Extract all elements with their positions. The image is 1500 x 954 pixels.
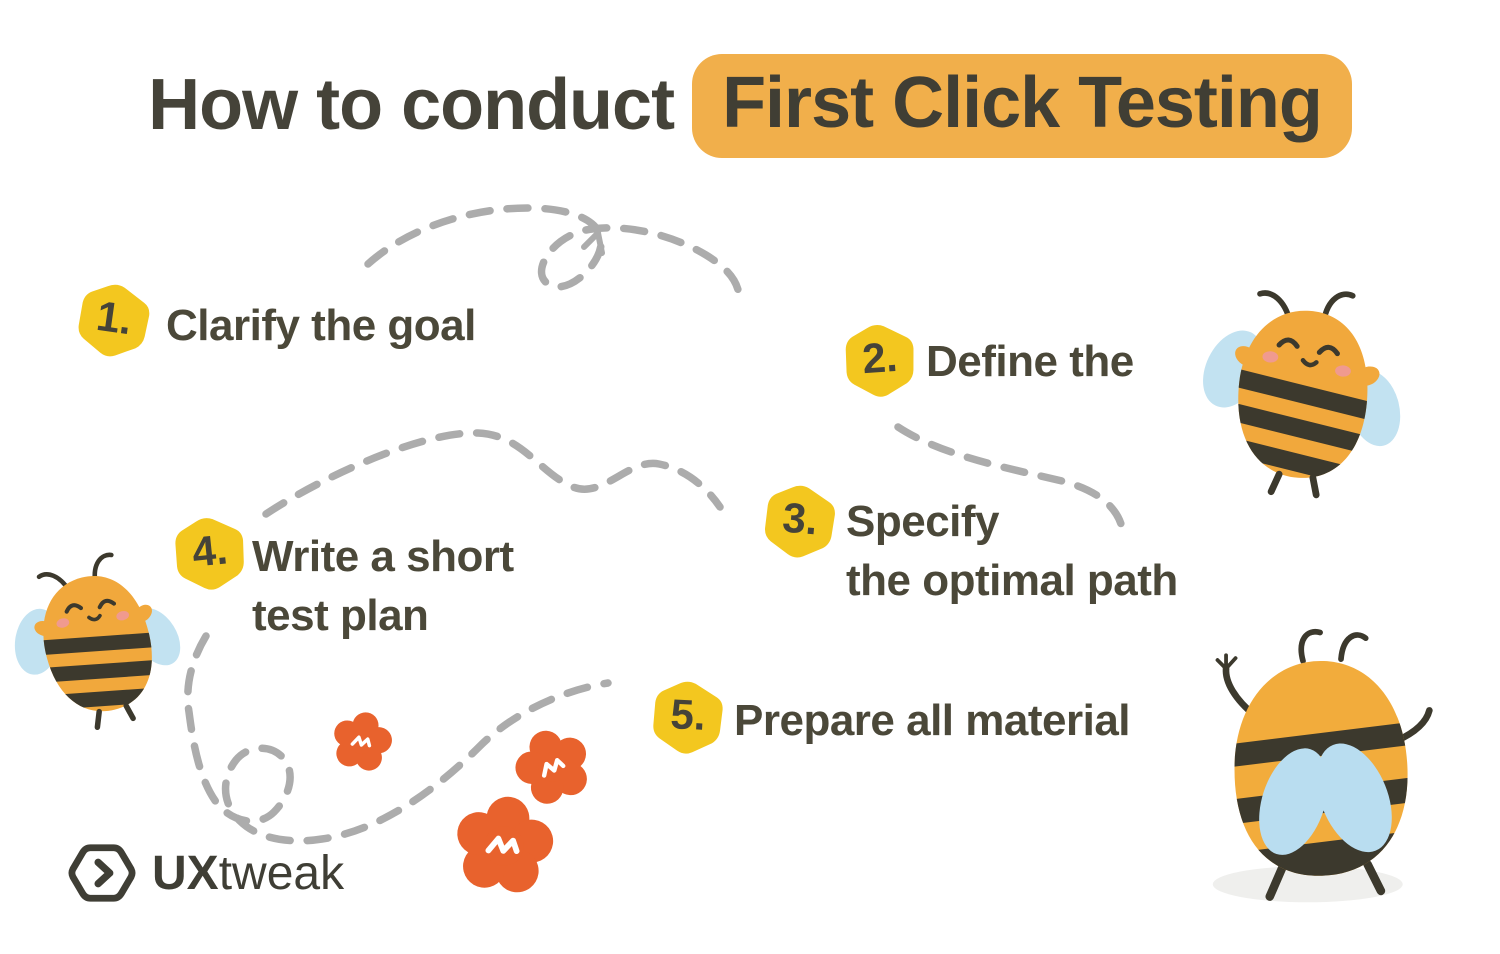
uxtweak-logo: UXtweak xyxy=(66,840,344,906)
step-3-line2: the optimal path xyxy=(846,556,1178,605)
step-4-line2: test plan xyxy=(252,591,429,640)
logo-text-light: tweak xyxy=(218,846,345,900)
flower-icon-medium xyxy=(506,719,599,811)
step-5-number: 5. xyxy=(669,690,707,739)
step-4-badge: 4. xyxy=(168,511,252,595)
hexagon-blob-icon xyxy=(175,518,244,590)
flower-icon-large xyxy=(450,790,558,896)
step-2-label: Define the xyxy=(926,332,1134,391)
logo-text: UXtweak xyxy=(152,846,344,901)
step-3-label: Specify the optimal path xyxy=(846,492,1178,610)
title-prefix: How to conduct xyxy=(148,65,675,145)
hexagon-blob-icon xyxy=(845,324,914,397)
step-5-badge: 5. xyxy=(648,677,728,757)
flower-icon-small xyxy=(326,704,399,777)
step-1-badge: 1. xyxy=(71,277,157,363)
step-4-number: 4. xyxy=(189,525,230,576)
flight-path-step4-to-step5 xyxy=(184,632,612,845)
hexagon-blob-icon xyxy=(653,681,723,754)
step-4-label: Write a short test plan xyxy=(252,527,514,645)
step-5-line1: Prepare all material xyxy=(734,696,1131,745)
bee-left-icon xyxy=(0,541,202,744)
step-2-line1: Define the xyxy=(926,337,1134,386)
page-title: How to conduct First Click Testing xyxy=(0,54,1500,158)
step-1-label: Clarify the goal xyxy=(166,296,476,355)
flight-path-step2-to-step3 xyxy=(894,423,1127,536)
step-3-badge: 3. xyxy=(759,480,841,562)
step-1-number: 1. xyxy=(93,291,135,344)
hexagon-blob-icon xyxy=(764,485,835,558)
hexagon-chevron-icon xyxy=(68,844,136,902)
flight-path xyxy=(184,204,1127,845)
bee-shadow xyxy=(1212,866,1403,903)
logo-text-bold: UX xyxy=(152,846,219,900)
flight-path-arrow-icon xyxy=(581,230,605,256)
bee-top-right-icon xyxy=(1185,284,1418,501)
step-2-number: 2. xyxy=(860,332,899,383)
flight-path-step1-to-step2 xyxy=(364,204,743,307)
step-5-label: Prepare all material xyxy=(734,691,1131,750)
step-1-line1: Clarify the goal xyxy=(166,301,476,350)
step-3-number: 3. xyxy=(780,493,820,544)
step-3-line1: Specify xyxy=(846,497,1000,546)
flight-path-step4-to-step3 xyxy=(262,429,724,518)
step-4-line1: Write a short xyxy=(252,532,514,581)
step-2-badge: 2. xyxy=(839,319,920,400)
hexagon-blob-icon xyxy=(78,284,150,357)
title-highlight: First Click Testing xyxy=(692,54,1352,158)
bee-bottom-right-icon xyxy=(1212,628,1433,903)
